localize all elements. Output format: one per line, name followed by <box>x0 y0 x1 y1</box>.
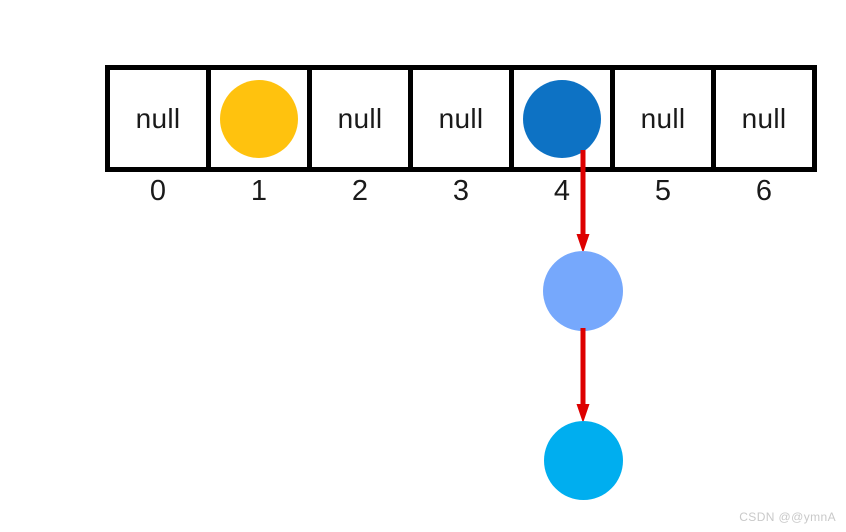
hash-array: null null null null null <box>105 65 817 172</box>
arrow-bucket-to-node-1 <box>576 150 590 253</box>
chain-node-light-blue <box>543 251 623 331</box>
arrow-node-1-to-node-2 <box>576 328 590 423</box>
array-cell-2: null <box>307 65 413 172</box>
array-index-3: 3 <box>452 175 470 207</box>
array-cell-0: null <box>105 65 211 172</box>
bucket-node-yellow <box>220 79 298 158</box>
array-cell-3: null <box>408 65 514 172</box>
array-index-4: 4 <box>553 175 571 207</box>
array-cell-6: null <box>711 65 817 172</box>
chain-node-cyan <box>544 421 623 500</box>
array-cell-1 <box>206 65 312 172</box>
cell-value-3: null <box>438 102 484 134</box>
array-index-1: 1 <box>250 175 268 207</box>
array-cell-4 <box>509 65 615 172</box>
array-index-2: 2 <box>351 175 369 207</box>
cell-value-2: null <box>337 102 383 134</box>
cell-value-6: null <box>741 102 787 134</box>
array-index-row: 0 1 2 3 4 5 6 <box>105 175 817 207</box>
cell-value-5: null <box>640 102 686 134</box>
watermark-label: CSDN @@ymnA <box>739 510 836 524</box>
array-cell-5: null <box>610 65 716 172</box>
array-index-6: 6 <box>755 175 773 207</box>
bucket-node-dark-blue <box>523 79 601 158</box>
cell-value-0: null <box>135 102 181 134</box>
array-index-0: 0 <box>149 175 167 207</box>
array-index-5: 5 <box>654 175 672 207</box>
